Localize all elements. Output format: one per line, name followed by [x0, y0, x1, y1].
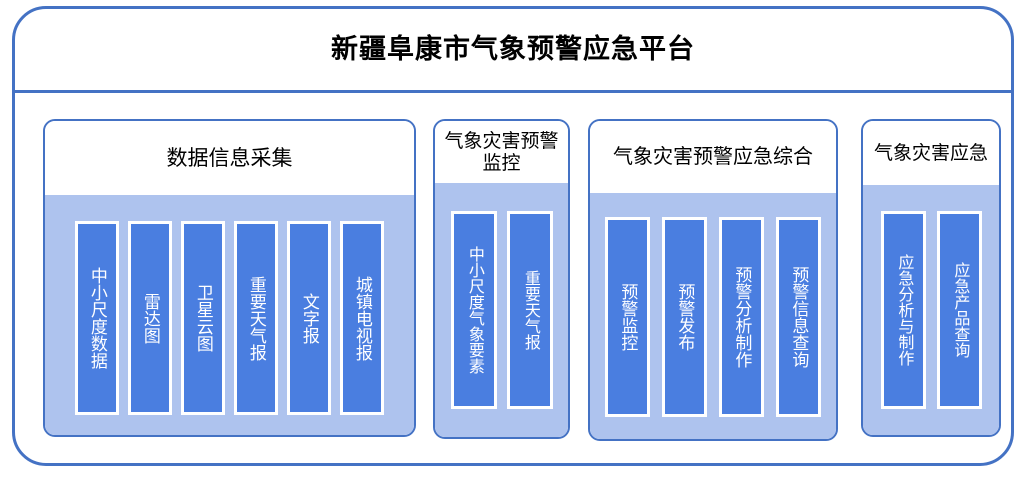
chip-item[interactable]: 应急分析与制作 — [880, 211, 926, 409]
chip-item[interactable]: 雷达图 — [128, 221, 172, 415]
panel-body: 中小尺度数据 雷达图 卫星云图 重要天气报 文字报 城镇电视报 — [45, 195, 414, 435]
chip-item[interactable]: 中小尺度数据 — [75, 221, 119, 415]
panel-title: 气象灾害应急 — [873, 142, 988, 164]
panel-warning-emergency-integrated[interactable]: 气象灾害预警应急综合 预警监控 预警发布 预警分析制作 预警信息查询 — [588, 119, 838, 441]
chip-list: 中小尺度气象要素 重要天气报 — [447, 211, 556, 409]
chip-item[interactable]: 文字报 — [287, 221, 331, 415]
chip-list: 预警监控 预警发布 预警分析制作 预警信息查询 — [604, 217, 822, 417]
chip-item[interactable]: 预警监控 — [605, 217, 650, 417]
panel-disaster-emergency[interactable]: 气象灾害应急 应急分析与制作 应急产品查询 — [861, 119, 1001, 437]
chip-item[interactable]: 重要天气报 — [234, 221, 278, 415]
page-title: 新疆阜康市气象预警应急平台 — [331, 34, 695, 64]
panel-title: 数据信息采集 — [166, 146, 293, 170]
panel-body: 应急分析与制作 应急产品查询 — [863, 185, 999, 435]
chip-item[interactable]: 应急产品查询 — [936, 211, 982, 409]
panel-header: 气象灾害应急 — [863, 121, 999, 185]
panel-body: 中小尺度气象要素 重要天气报 — [435, 183, 568, 437]
outer-frame: 新疆阜康市气象预警应急平台 数据信息采集 中小尺度数据 雷达图 卫星云图 重要天… — [12, 6, 1014, 466]
panel-disaster-warning-monitoring[interactable]: 气象灾害预警监控 中小尺度气象要素 重要天气报 — [433, 119, 570, 439]
panel-header: 气象灾害预警应急综合 — [590, 121, 836, 193]
panel-title: 气象灾害预警应急综合 — [613, 146, 813, 169]
chip-item[interactable]: 卫星云图 — [181, 221, 225, 415]
chip-item[interactable]: 预警分析制作 — [719, 217, 764, 417]
chip-item[interactable]: 重要天气报 — [506, 211, 553, 409]
panel-body: 预警监控 预警发布 预警分析制作 预警信息查询 — [590, 193, 836, 439]
panel-title: 气象灾害预警监控 — [444, 130, 559, 174]
panel-header: 气象灾害预警监控 — [435, 121, 568, 183]
chip-item[interactable]: 预警信息查询 — [776, 217, 821, 417]
chip-list: 中小尺度数据 雷达图 卫星云图 重要天气报 文字报 城镇电视报 — [57, 221, 402, 415]
chip-list: 应急分析与制作 应急产品查询 — [875, 211, 987, 409]
chip-item[interactable]: 中小尺度气象要素 — [450, 211, 497, 409]
title-bar: 新疆阜康市气象预警应急平台 — [15, 9, 1011, 93]
chip-item[interactable]: 城镇电视报 — [340, 221, 384, 415]
panel-header: 数据信息采集 — [45, 121, 414, 195]
panel-data-collection[interactable]: 数据信息采集 中小尺度数据 雷达图 卫星云图 重要天气报 文字报 城镇电视报 — [43, 119, 416, 437]
chip-item[interactable]: 预警发布 — [662, 217, 707, 417]
panels-row: 数据信息采集 中小尺度数据 雷达图 卫星云图 重要天气报 文字报 城镇电视报 — [15, 93, 1011, 463]
